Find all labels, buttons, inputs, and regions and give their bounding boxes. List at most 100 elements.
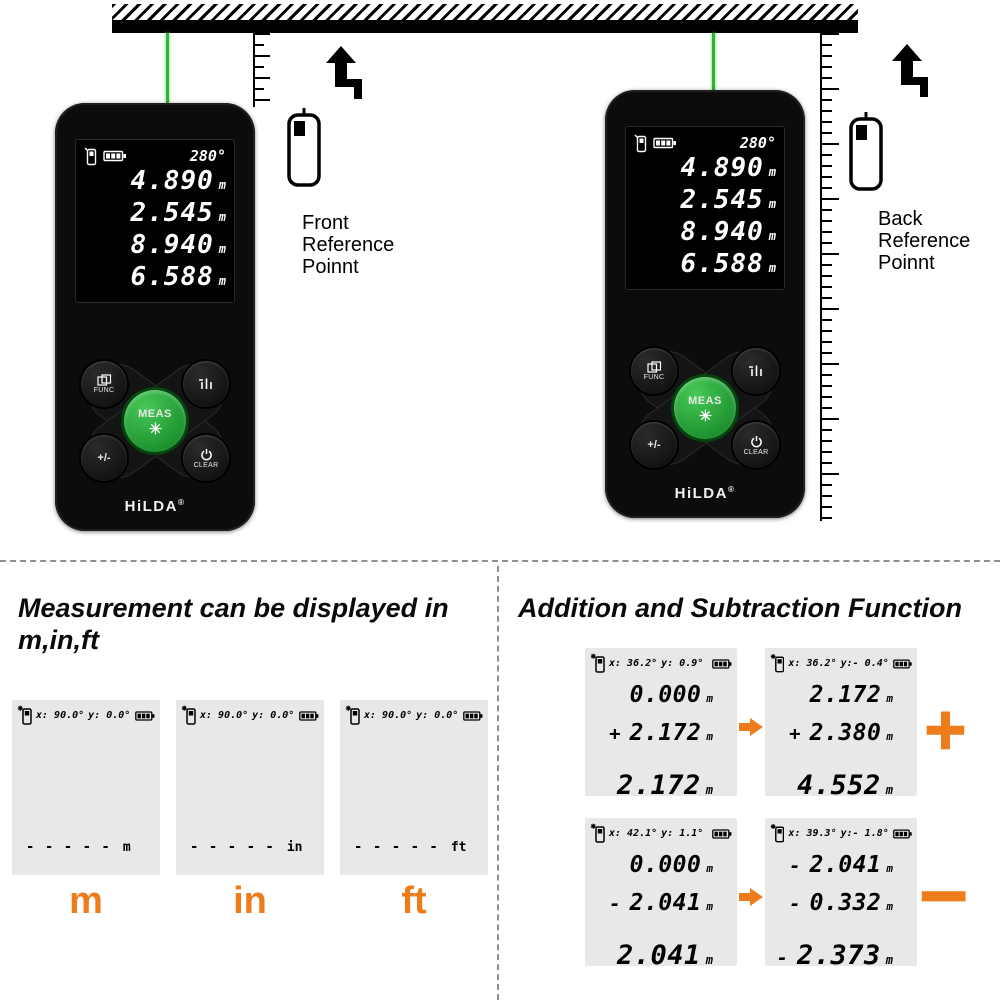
display-status-row: 280°	[634, 133, 776, 153]
lcd-y-angle: y: 0.0°	[88, 710, 131, 721]
line-unit: m	[706, 900, 713, 913]
ruler-ticks-long	[255, 33, 270, 107]
line-unit: m	[886, 692, 893, 705]
meter-icon	[634, 134, 647, 152]
lcd-y-angle: y: 0.0°	[416, 710, 459, 721]
meas-button: MEAS	[674, 377, 736, 439]
line-value: 0.000	[629, 682, 702, 708]
title-line: Measurement can be displayed in	[18, 593, 449, 623]
measure-line: 0.000 m	[621, 852, 713, 878]
unit-label-in: in	[233, 880, 267, 922]
meter-icon	[84, 147, 97, 165]
line-sign: -	[776, 947, 788, 969]
tilt-angle: 280°	[189, 147, 226, 165]
lcd-header: x: 36.2° y: 0.9°	[585, 648, 737, 674]
reading-value: 6.588	[130, 262, 214, 292]
unit-screen-in: x: 90.0° y: 0.0° - - - - - in	[176, 700, 324, 875]
bars-icon	[199, 378, 212, 389]
line-value: 2.041	[616, 940, 701, 971]
label-line: Reference	[302, 234, 395, 256]
arrow-head	[750, 888, 763, 906]
math-section-title: Addition and Subtraction Function	[518, 593, 962, 623]
measure-line: -0.332 m	[789, 890, 893, 916]
line-unit: m	[886, 900, 893, 913]
lcd-y-angle: y: 0.0°	[252, 710, 295, 721]
battery-icon	[712, 828, 732, 839]
button-cluster: FUNC +/- CLEAR MEAS	[55, 345, 255, 495]
line-sign: -	[789, 893, 801, 915]
clear-label: CLEAR	[193, 461, 219, 469]
ceiling-hatch	[112, 4, 858, 20]
func-button: FUNC	[631, 348, 677, 394]
reading-value: 8.940	[680, 217, 764, 247]
lcd-header: x: 42.1° y: 1.1°	[585, 818, 737, 844]
lcd-y-angle: y:- 0.4°	[840, 658, 889, 669]
line-value: 0.000	[629, 852, 702, 878]
line-value: 2.172	[809, 682, 882, 708]
meas-label: MEAS	[688, 394, 722, 407]
battery-icon	[103, 150, 126, 162]
lcd-x-angle: x: 36.2°	[788, 658, 837, 669]
up-arrow-icon-front	[326, 46, 362, 99]
brand-logo: HiLDA®	[605, 485, 805, 502]
reading-value: 4.890	[680, 153, 764, 183]
line-value: 0.332	[809, 890, 882, 916]
ruler-front	[253, 33, 271, 107]
lcd-x-angle: x: 90.0°	[364, 710, 413, 721]
line-unit: m	[705, 783, 713, 797]
unit-screen-ft: x: 90.0° y: 0.0° - - - - - ft	[340, 700, 488, 875]
lcd-x-angle: x: 42.1°	[609, 828, 658, 839]
reference-point-icon-front	[287, 108, 321, 187]
laser-star-icon	[699, 409, 711, 421]
lcd-unit: m	[122, 840, 131, 855]
line-value: 2.172	[616, 770, 701, 801]
display-status-row: 280°	[84, 146, 226, 166]
reading-row: 6.588 m	[84, 262, 226, 294]
line-unit: m	[706, 862, 713, 875]
arrow-right-icon	[739, 718, 763, 736]
label-line: Poinnt	[878, 252, 935, 274]
meas-button: MEAS	[124, 390, 186, 452]
dash-placeholder: - - - - -	[190, 839, 275, 855]
line-unit: m	[706, 692, 713, 705]
horizontal-divider	[0, 560, 1000, 562]
reading-unit: m	[218, 274, 226, 288]
lcd-header: x: 36.2° y:- 0.4°	[765, 648, 917, 674]
measure-mode-button	[733, 348, 779, 394]
line-unit: m	[886, 862, 893, 875]
measure-mode-button	[183, 361, 229, 407]
lcd-unit: ft	[450, 840, 467, 855]
plus-minus-label: +/-	[647, 439, 661, 451]
line-value: 2.041	[629, 890, 702, 916]
arrow-right-icon	[739, 888, 763, 906]
unit-label-m: m	[69, 880, 103, 922]
arrow-bar	[739, 893, 750, 901]
lcd-x-angle: x: 90.0°	[36, 710, 85, 721]
func-label: FUNC	[93, 387, 115, 394]
plus-minus-button: +/-	[631, 422, 677, 468]
reading-value: 2.545	[130, 198, 214, 228]
reference-point-icon-back	[849, 112, 883, 191]
lcd-header: x: 39.3° y:- 1.8°	[765, 818, 917, 844]
brand-trademark: ®	[177, 498, 186, 507]
measure-line: 0.000 m	[621, 682, 713, 708]
unit-screen-m: x: 90.0° y: 0.0° - - - - - m	[12, 700, 160, 875]
units-section-title: Measurement can be displayed in m,in,ft	[18, 592, 488, 656]
button-cluster: FUNC +/- CLEAR MEAS	[605, 332, 805, 482]
reading-value: 2.545	[680, 185, 764, 215]
line-sign: -	[789, 855, 801, 877]
label-line: Reference	[878, 230, 971, 252]
brand-text: HiLDA	[674, 485, 728, 502]
up-arrow-icon-back	[892, 44, 928, 97]
laser-beam-front	[166, 33, 169, 103]
